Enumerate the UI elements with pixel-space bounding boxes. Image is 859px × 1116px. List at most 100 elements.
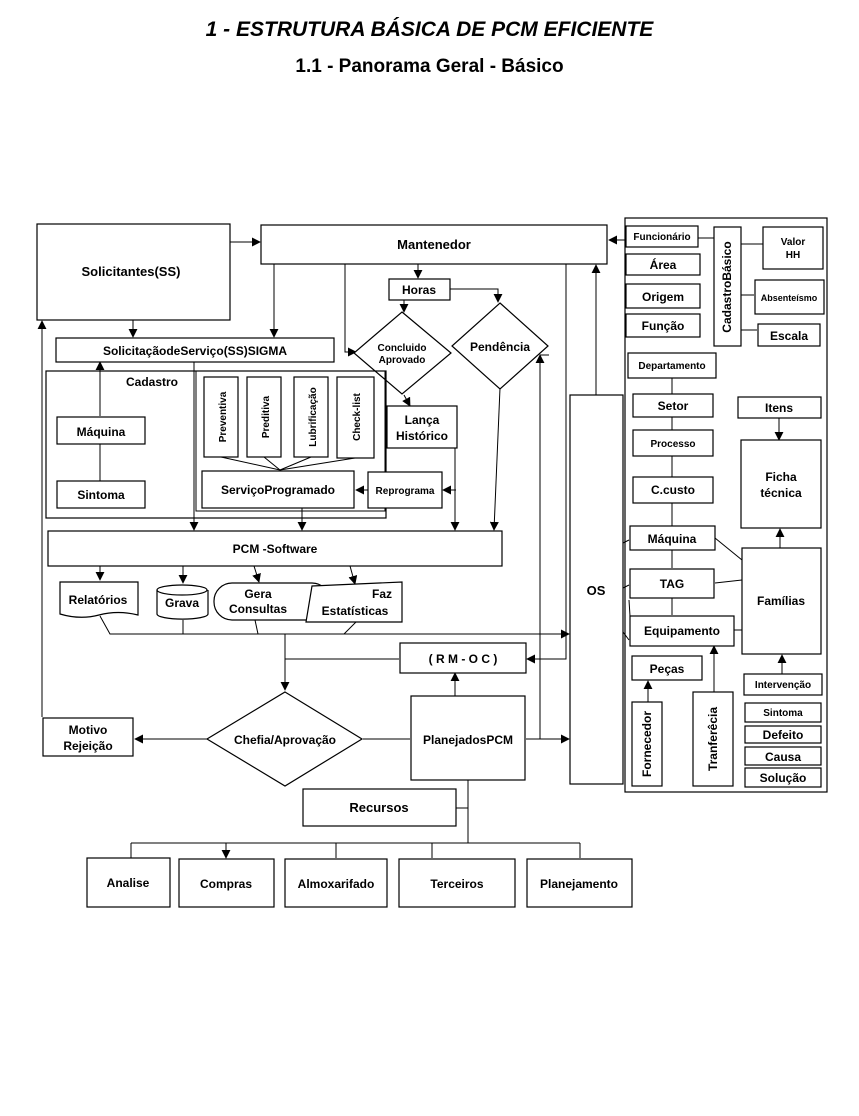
node-absenteismo: Absenteísmo [754, 279, 825, 315]
node-terceiros: Terceiros [398, 858, 516, 908]
svg-text:Rejeição: Rejeição [63, 739, 112, 753]
svg-text:Recursos: Recursos [349, 800, 408, 815]
svg-text:Setor: Setor [658, 399, 689, 413]
group-cadastro: Cadastro [45, 370, 387, 519]
svg-text:Valor: Valor [781, 237, 806, 248]
svg-text:Planejamento: Planejamento [540, 877, 618, 891]
svg-text:Terceiros: Terceiros [430, 877, 483, 891]
node-valor-hh: Valor HH [762, 226, 824, 270]
connectors [37, 235, 787, 859]
node-preditiva: Preditiva [246, 376, 282, 458]
node-maquina-right: Máquina [629, 525, 716, 551]
svg-text:Equipamento: Equipamento [644, 624, 720, 638]
svg-text:Chefia/Aprovação: Chefia/Aprovação [234, 733, 336, 747]
svg-text:Gera: Gera [244, 587, 272, 601]
svg-text:Fornecedor: Fornecedor [640, 711, 654, 777]
svg-text:técnica: técnica [760, 486, 802, 500]
svg-text:Grava: Grava [165, 596, 199, 610]
svg-text:Funcionário: Funcionário [633, 232, 690, 243]
svg-text:PlanejadosPCM: PlanejadosPCM [423, 733, 513, 747]
svg-text:Itens: Itens [765, 401, 793, 415]
svg-text:Lubrificação: Lubrificação [308, 387, 319, 446]
node-processo: Processo [632, 429, 714, 457]
node-intervencao: Intervenção [743, 673, 823, 696]
node-funcao: Função [625, 313, 701, 338]
svg-text:Origem: Origem [642, 290, 684, 304]
svg-text:Tranferêcia: Tranferêcia [706, 707, 720, 771]
svg-text:Preventiva: Preventiva [218, 391, 229, 442]
svg-text:Escala: Escala [770, 329, 808, 343]
svg-text:CadastroBásico: CadastroBásico [720, 241, 734, 332]
svg-text:Defeito: Defeito [763, 728, 804, 742]
node-grava: Grava [156, 584, 209, 620]
svg-text:Check-list: Check-list [352, 392, 363, 440]
svg-text:Sintoma: Sintoma [77, 488, 125, 502]
svg-text:Consultas: Consultas [229, 602, 287, 616]
node-tag: TAG [629, 568, 715, 599]
node-tranferecia: Tranferêcia [692, 691, 734, 787]
svg-text:Relatórios: Relatórios [69, 593, 128, 607]
svg-text:Intervenção: Intervenção [755, 680, 811, 691]
svg-text:Lança: Lança [405, 413, 440, 427]
node-defeito: Defeito [744, 725, 822, 744]
svg-text:Horas: Horas [402, 283, 436, 297]
node-solicitacao: SolicitaçãodeServiço(SS)SIGMA [55, 337, 335, 363]
svg-text:Solicitantes(SS): Solicitantes(SS) [82, 264, 181, 279]
svg-text:Concluido: Concluido [378, 343, 427, 354]
page-subtitle: 1.1 - Panorama Geral - Básico [295, 56, 564, 77]
node-faz-estatisticas: Faz Estatísticas [305, 581, 403, 623]
node-planejamento: Planejamento [526, 858, 633, 908]
node-funcionario: Funcionário [625, 225, 699, 248]
svg-text:Área: Área [650, 257, 677, 272]
svg-text:SolicitaçãodeServiço(SS)SIGMA: SolicitaçãodeServiço(SS)SIGMA [103, 344, 287, 358]
svg-text:Famílias: Famílias [757, 594, 805, 608]
node-planejados-pcm: PlanejadosPCM [410, 695, 526, 781]
node-ficha-tecnica: Ficha técnica [740, 439, 822, 529]
node-lanca-historico: Lança Histórico [386, 405, 458, 449]
node-lubrificacao: Lubrificação [293, 376, 329, 458]
node-causa: Causa [744, 746, 822, 766]
node-horas: Horas [388, 278, 451, 301]
node-os: OS [569, 394, 624, 785]
svg-text:Cadastro: Cadastro [126, 375, 178, 389]
svg-text:( R M - O C ): ( R M - O C ) [429, 652, 498, 666]
node-setor: Setor [632, 393, 714, 418]
node-familias: Famílias [741, 547, 822, 655]
node-gera-consultas: Gera Consultas [213, 582, 331, 621]
svg-text:Processo: Processo [650, 439, 695, 450]
node-rmoc: ( R M - O C ) [399, 642, 527, 674]
svg-text:Pendência: Pendência [470, 340, 530, 354]
node-analise: Analise [86, 857, 171, 908]
svg-text:Máquina: Máquina [77, 425, 126, 439]
svg-text:Solução: Solução [760, 771, 807, 785]
svg-text:Preditiva: Preditiva [261, 395, 272, 438]
svg-text:Motivo: Motivo [69, 723, 108, 737]
svg-text:Reprograma: Reprograma [376, 486, 435, 497]
node-itens: Itens [737, 396, 822, 419]
node-solucao: Solução [744, 767, 822, 788]
node-checklist: Check-list [336, 376, 375, 459]
node-sintoma-left: Sintoma [56, 480, 146, 509]
svg-text:OS: OS [587, 583, 606, 598]
node-preventiva: Preventiva [203, 376, 239, 458]
node-maquina-left: Máquina [56, 416, 146, 445]
svg-text:PCM -Software: PCM -Software [233, 542, 318, 556]
node-reprograma: Reprograma [367, 471, 443, 509]
svg-text:ServiçoProgramado: ServiçoProgramado [221, 483, 335, 497]
node-servico-programado: ServiçoProgramado [201, 470, 355, 509]
node-pecas: Peças [631, 655, 703, 681]
node-mantenedor: Mantenedor [260, 224, 608, 265]
node-relatorios: Relatórios [59, 581, 139, 618]
node-cadastro-basico: CadastroBásico [713, 226, 742, 347]
node-escala: Escala [757, 323, 821, 347]
svg-text:Analise: Analise [107, 876, 150, 890]
node-origem: Origem [625, 283, 701, 309]
node-ccusto: C.custo [632, 476, 714, 504]
node-equipamento: Equipamento [629, 615, 735, 647]
svg-text:Peças: Peças [650, 662, 685, 676]
svg-text:Histórico: Histórico [396, 429, 448, 443]
svg-text:TAG: TAG [660, 577, 684, 591]
svg-text:Causa: Causa [765, 750, 801, 764]
node-compras: Compras [178, 858, 275, 908]
